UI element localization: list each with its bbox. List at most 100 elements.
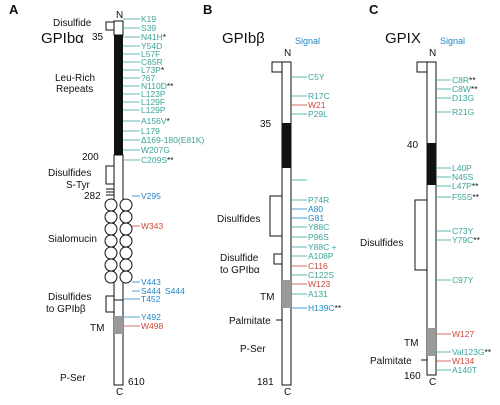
panel-a-strand-top xyxy=(113,20,124,36)
panel-a-residue-610: 610 xyxy=(128,377,145,388)
panel-b-mutation: P29L xyxy=(308,109,328,119)
panel-b-mutation-list: C5Y R17C W21 P29L P74R A80 G81 Y88C P96S… xyxy=(308,72,342,313)
panel-a-mutation: W498 xyxy=(141,321,163,331)
panel-b-residue-35: 35 xyxy=(260,119,272,130)
panel-a-mutation: S444 xyxy=(165,286,185,296)
panel-c-signal-stub xyxy=(416,61,428,73)
panel-c-leader-lines xyxy=(436,79,451,371)
panel-b-mutation: C5Y xyxy=(308,72,325,82)
panel-a: A GPIbα N C 35 200 282 610 Disulfide Leu… xyxy=(9,2,204,398)
panel-a-mutation: Y492 xyxy=(141,312,161,322)
panel-b-mutation: W123 xyxy=(308,279,330,289)
panel-c-mutation: R21G xyxy=(452,107,474,117)
panel-a-mutation: L129F xyxy=(141,97,165,107)
panel-c-mutation: Y79C** xyxy=(452,235,481,245)
panel-c-residue-40: 40 xyxy=(407,140,419,151)
panel-a-mutation: Y54D xyxy=(141,41,162,51)
panel-a-mutation: C209S** xyxy=(141,155,174,165)
panel-a-domain-leu-rich: Leu-Rich xyxy=(55,73,95,84)
panel-c-mutation: Val123G** xyxy=(452,347,492,357)
panel-a-leu-rich-block xyxy=(114,35,123,155)
panel-a-residue-35: 35 xyxy=(92,32,104,43)
panel-a-domain-sialomucin: Sialomucin xyxy=(48,234,97,245)
panel-a-domain-tm: TM xyxy=(90,323,104,334)
panel-b-mutation: P74R xyxy=(308,195,329,205)
panel-c-mutation: L47P** xyxy=(452,181,479,191)
panel-a-mutation: L179 xyxy=(141,126,160,136)
panel-c-mutation: A140T xyxy=(452,365,477,375)
panel-b-mutation: W21 xyxy=(308,100,326,110)
panel-c-mutation: D13G xyxy=(452,93,474,103)
panel-a-strand-low xyxy=(113,299,124,386)
panel-a-tm-block xyxy=(114,316,123,334)
panel-c-mutation-list: C8R** C8W** D13G R21G L40P N45S L47P** F… xyxy=(452,75,492,375)
panel-a-domain-s-tyr: S-Tyr xyxy=(66,180,91,191)
panel-a-mutation: L123P xyxy=(141,89,166,99)
panel-b-domain-to-gpiba: to GPIbα xyxy=(220,265,260,276)
panel-b-mutation: C116 xyxy=(308,261,328,271)
panel-c-leader-lines-red xyxy=(436,333,451,362)
panel-a-mutation: ?67 xyxy=(141,73,155,83)
panel-a-mutation: N41H* xyxy=(141,32,167,42)
panel-b-domain-disulfides: Disulfides xyxy=(217,214,260,225)
panel-b-mutation: Y88C xyxy=(308,222,329,232)
panel-a-domain-p-ser: P-Ser xyxy=(60,373,86,384)
panel-a-mutation-list: K19 S39 N41H* Y54D L57F C65R L73P* ?67 N… xyxy=(141,14,204,331)
panel-c-mutation: C8W** xyxy=(452,84,478,94)
panel-a-mutation: K19 xyxy=(141,14,156,24)
panel-c-mutation: C97Y xyxy=(452,275,474,285)
panel-b-disulfide-bracket-2 xyxy=(273,253,282,265)
panel-a-c-terminus: C xyxy=(116,387,123,398)
panel-b-residue-181: 181 xyxy=(257,377,274,388)
panel-c-letter: C xyxy=(369,2,379,17)
panel-c-n-terminus: N xyxy=(429,48,436,59)
panel-a-mutation: L57F xyxy=(141,49,160,59)
panel-b-signal-stub xyxy=(271,61,283,73)
panel-a-mutation: S444 xyxy=(141,286,161,296)
panel-a-domain-disulfides-2: Disulfides xyxy=(48,292,91,303)
panel-a-domain-disulfides: Disulfides xyxy=(48,168,91,179)
panel-c-mutation: L40P xyxy=(452,163,472,173)
panel-a-mutation: N110D** xyxy=(141,81,174,91)
panel-b-domain-tm: TM xyxy=(260,292,274,303)
panel-b-domain-p-ser: P-Ser xyxy=(240,344,266,355)
panel-b-mutation: A108P xyxy=(308,251,334,261)
panel-c-mutation: C73Y xyxy=(452,226,474,236)
panel-c-black-block xyxy=(427,143,436,185)
panel-b-tm-block xyxy=(282,280,291,308)
panel-b-mutation: G81 xyxy=(308,213,324,223)
panel-a-leader-lines-blue xyxy=(123,195,140,318)
panel-a-disulfide-bracket-3 xyxy=(105,295,114,313)
panel-c-mutation: N45S xyxy=(452,172,474,182)
panel-c-signal: Signal xyxy=(440,36,465,46)
panel-a-mutation: L129P xyxy=(141,105,166,115)
panel-a-disulfide-bracket-2 xyxy=(105,165,114,185)
panel-b: B GPIbβ Signal N C 35 181 Disulfides Dis… xyxy=(203,2,342,398)
panel-a-mutation: V295 xyxy=(141,191,161,201)
panel-b-mutation: R17C xyxy=(308,91,330,101)
panel-a-letter: A xyxy=(9,2,19,17)
panel-b-letter: B xyxy=(203,2,212,17)
panel-b-domain-disulfide: Disulfide xyxy=(220,253,259,264)
panel-a-mutation: C65R xyxy=(141,57,163,67)
panel-b-strand xyxy=(281,61,292,386)
panel-b-leader-lines-red xyxy=(291,104,307,285)
panel-b-leader-lines xyxy=(291,76,307,295)
panel-a-s-tyr-ticks xyxy=(106,188,114,196)
panel-c-tm-block xyxy=(427,328,436,356)
panel-b-leader-lines-blue xyxy=(291,208,307,309)
panel-a-mutation: W343 xyxy=(141,221,163,231)
panel-b-mutation: Y88C + xyxy=(308,242,337,252)
panel-a-mutation: Δ169-180(E81K) xyxy=(141,135,204,145)
panel-c-domain-palmitate: Palmitate xyxy=(370,356,412,367)
panel-b-disulfide-bracket xyxy=(269,195,282,237)
panel-b-mutation: P96S xyxy=(308,232,329,242)
panel-c: C GPIX Signal N C 40 160 Disulfides TM P… xyxy=(360,2,492,388)
panel-a-mutation: S39 xyxy=(141,23,156,33)
panel-a-mutation: A156V* xyxy=(141,116,171,126)
panel-a-mutation: W207G xyxy=(141,145,170,155)
panel-c-domain-tm: TM xyxy=(404,338,418,349)
panel-b-n-terminus: N xyxy=(284,48,291,59)
panel-b-black-block xyxy=(282,123,291,168)
